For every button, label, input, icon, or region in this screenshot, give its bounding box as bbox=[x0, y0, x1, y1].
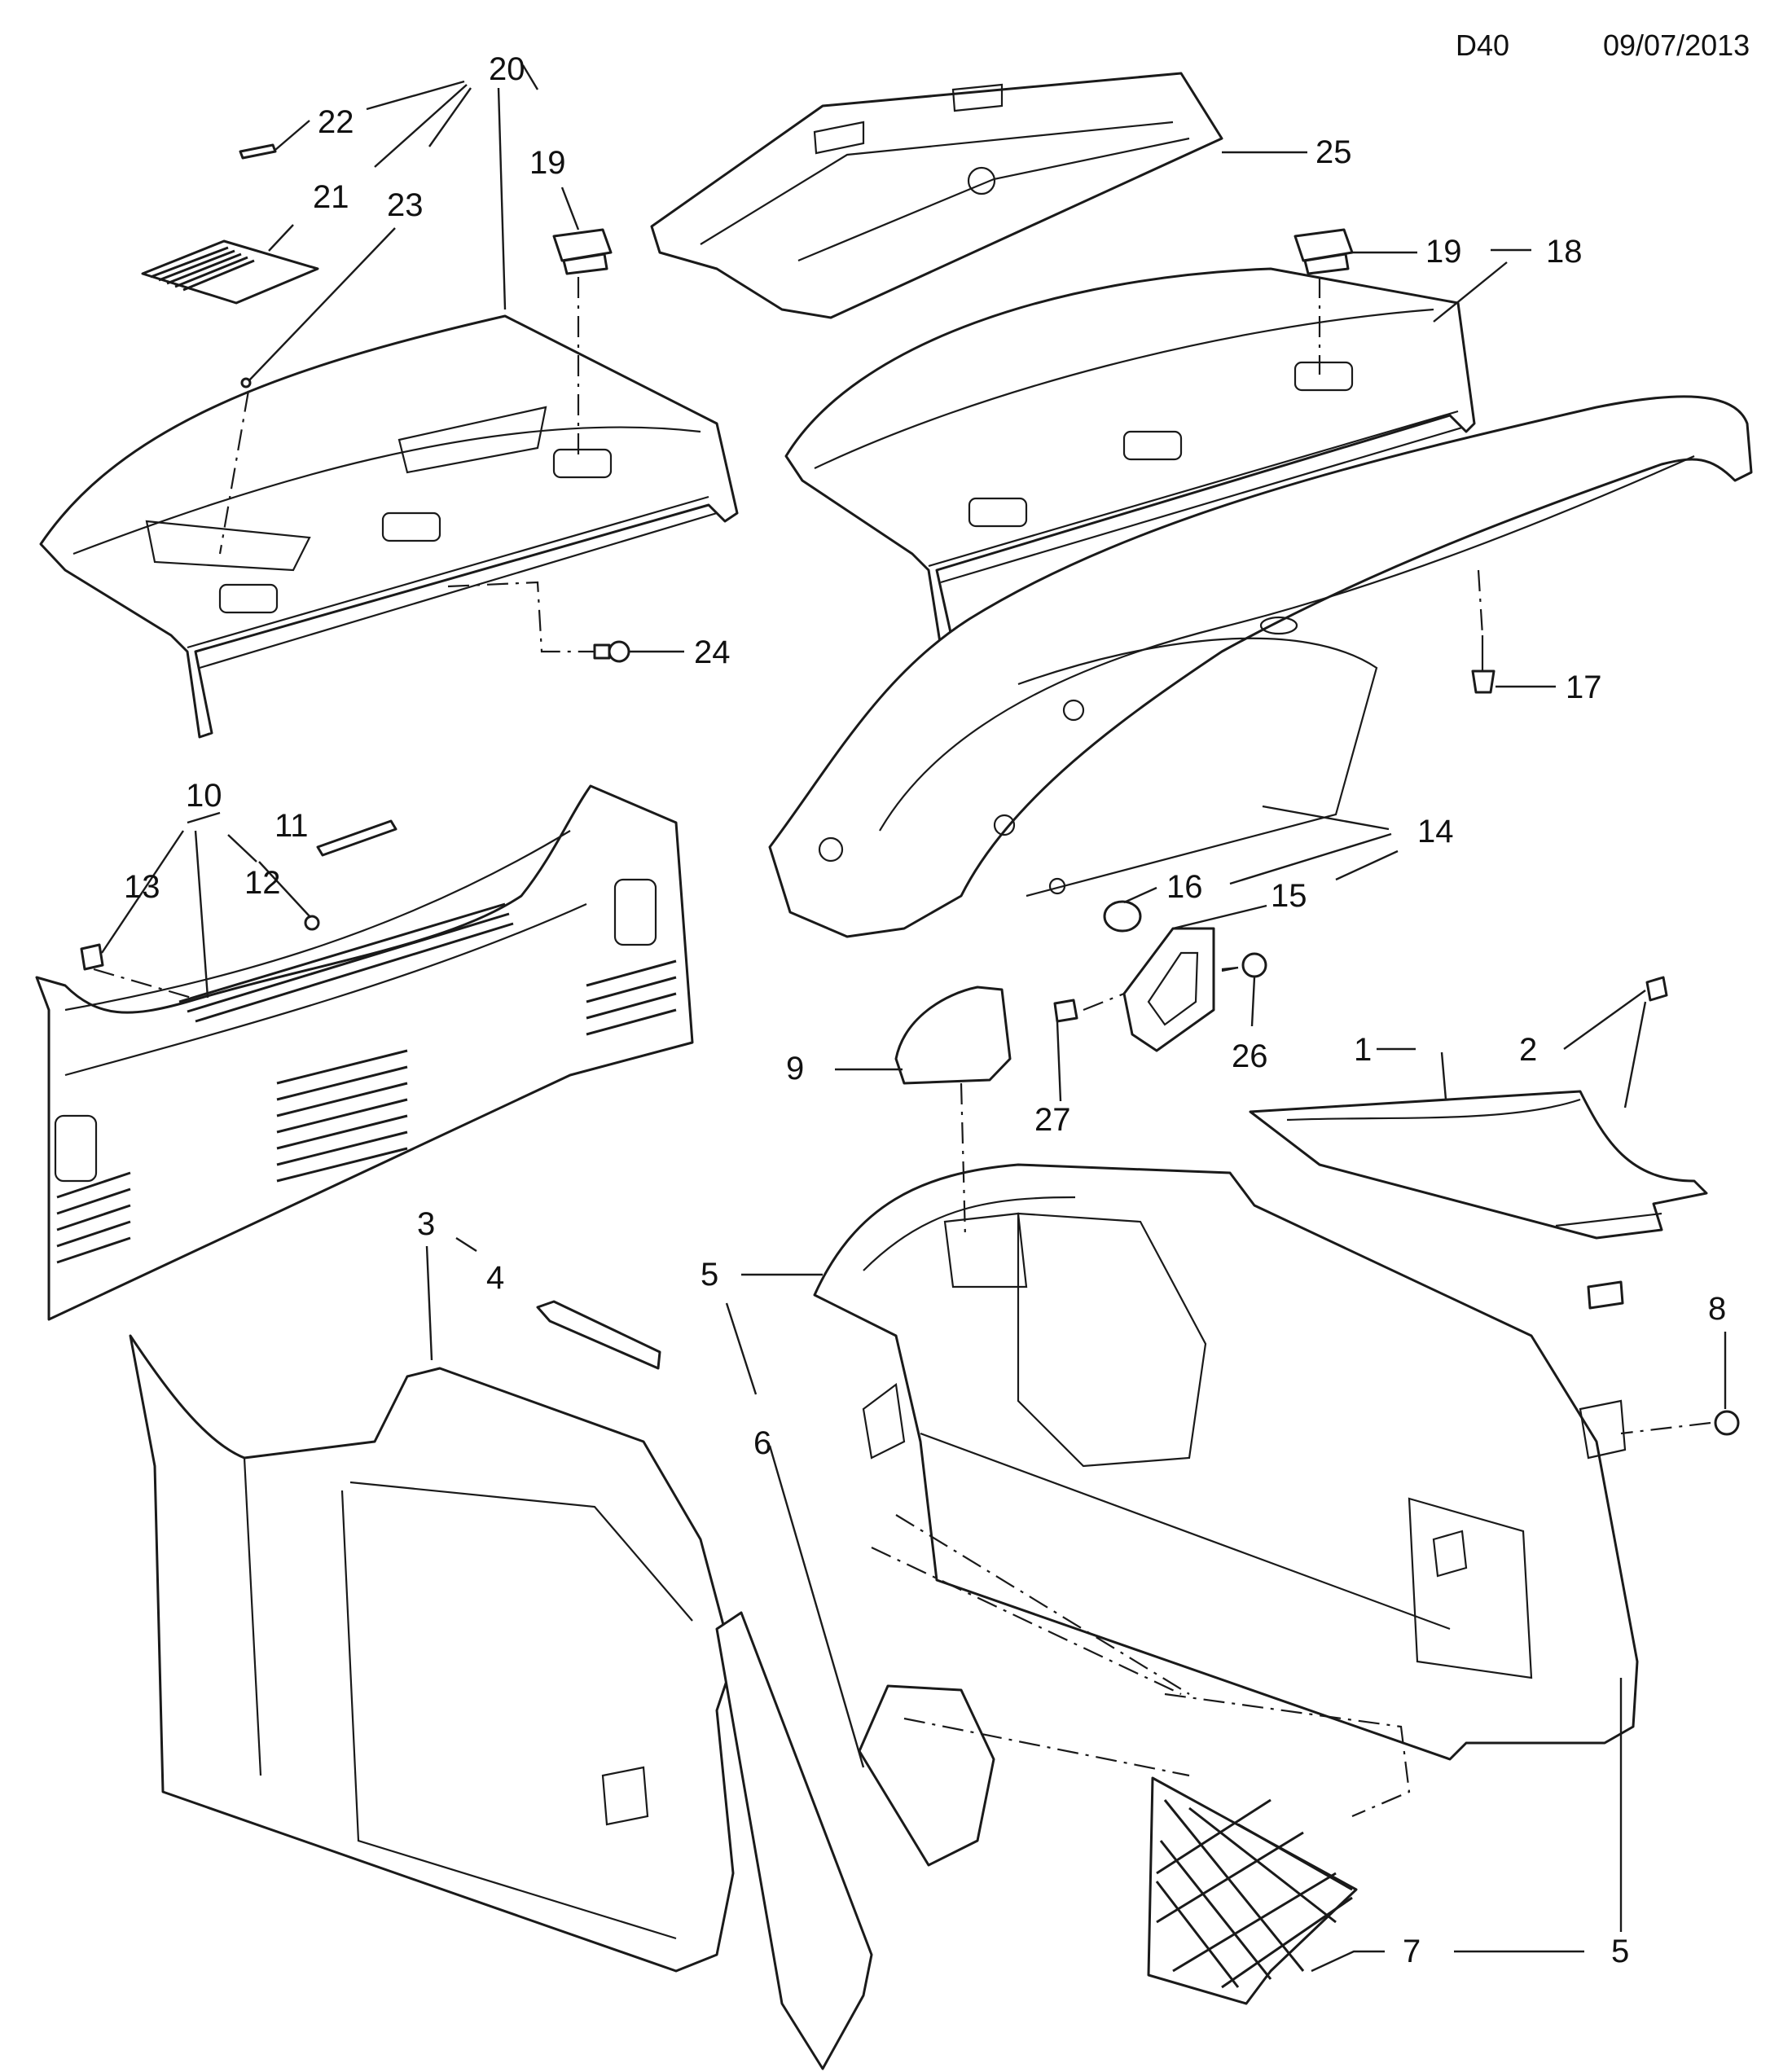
callout-9: 9 bbox=[786, 1051, 804, 1086]
pin-part-17 bbox=[1471, 635, 1496, 694]
bracket-part-4 bbox=[536, 1300, 661, 1370]
callout-13: 13 bbox=[124, 869, 160, 905]
diagram-date: 09/07/2013 bbox=[1603, 29, 1750, 62]
callout-17: 17 bbox=[1566, 669, 1602, 705]
callout-16: 16 bbox=[1166, 869, 1203, 905]
callout-27: 27 bbox=[1034, 1102, 1071, 1138]
push-pin-part-24 bbox=[593, 640, 630, 663]
cover-part-9 bbox=[894, 986, 1012, 1085]
callout-18: 18 bbox=[1546, 234, 1583, 270]
cargo-floor-panel-part-25 bbox=[650, 72, 1223, 319]
tailgate-trim-part-10 bbox=[35, 784, 694, 1321]
cargo-net-part-7 bbox=[1147, 1776, 1358, 2005]
clip-part-27 bbox=[1053, 999, 1078, 1023]
leader-lines bbox=[93, 64, 1727, 1973]
grommet-part-19-left bbox=[552, 228, 613, 275]
handle-part-15 bbox=[1122, 927, 1215, 1052]
callout-3: 3 bbox=[417, 1206, 435, 1242]
callout-6: 6 bbox=[753, 1425, 771, 1461]
upper-trim-part-14 bbox=[768, 395, 1753, 938]
strip-part-22 bbox=[239, 143, 277, 160]
callout-21: 21 bbox=[313, 179, 349, 215]
cap-part-8 bbox=[1714, 1410, 1740, 1436]
clip-part-13 bbox=[80, 943, 104, 971]
callout-23: 23 bbox=[387, 187, 424, 223]
vent-cover-part-21 bbox=[141, 239, 319, 305]
diagram-code: D40 bbox=[1456, 29, 1509, 62]
strip-part-11 bbox=[316, 819, 397, 857]
callout-24: 24 bbox=[694, 634, 731, 670]
callout-11: 11 bbox=[275, 808, 309, 844]
callout-26: 26 bbox=[1232, 1038, 1268, 1074]
callouts: 20 22 21 23 19 25 19 18 24 17 10 11 12 1… bbox=[124, 51, 1726, 1969]
callout-5-middle: 5 bbox=[701, 1257, 718, 1293]
callout-7: 7 bbox=[1403, 1934, 1421, 1969]
grommet-part-19-right bbox=[1293, 228, 1354, 275]
callout-2: 2 bbox=[1519, 1032, 1537, 1068]
callout-19-right: 19 bbox=[1425, 234, 1462, 270]
callout-20: 20 bbox=[489, 51, 525, 87]
clip-part-12 bbox=[304, 915, 320, 931]
callout-10: 10 bbox=[186, 778, 222, 814]
left-side-trim-part-3 bbox=[129, 1334, 735, 1973]
rear-shelf-part-20 bbox=[39, 314, 739, 739]
callout-8: 8 bbox=[1708, 1291, 1726, 1327]
callout-5-bottom: 5 bbox=[1611, 1934, 1629, 1969]
rear-shelf-part-18 bbox=[784, 267, 1476, 649]
quarter-trim-part-5 bbox=[813, 1163, 1639, 1761]
callout-4: 4 bbox=[486, 1260, 504, 1296]
callout-22: 22 bbox=[318, 104, 354, 140]
grommet-part-16 bbox=[1103, 900, 1142, 933]
callout-12: 12 bbox=[244, 865, 281, 901]
upper-quarter-trim-part-1 bbox=[1249, 1090, 1708, 1310]
callout-25: 25 bbox=[1315, 134, 1352, 170]
clip-part-2 bbox=[1645, 976, 1668, 1002]
callout-14: 14 bbox=[1417, 814, 1454, 849]
callout-19-left: 19 bbox=[529, 145, 566, 181]
screw-part-26 bbox=[1221, 952, 1267, 978]
callout-15: 15 bbox=[1271, 878, 1307, 914]
callout-1: 1 bbox=[1354, 1032, 1372, 1068]
lower-trim-part-6 bbox=[715, 1611, 995, 2070]
